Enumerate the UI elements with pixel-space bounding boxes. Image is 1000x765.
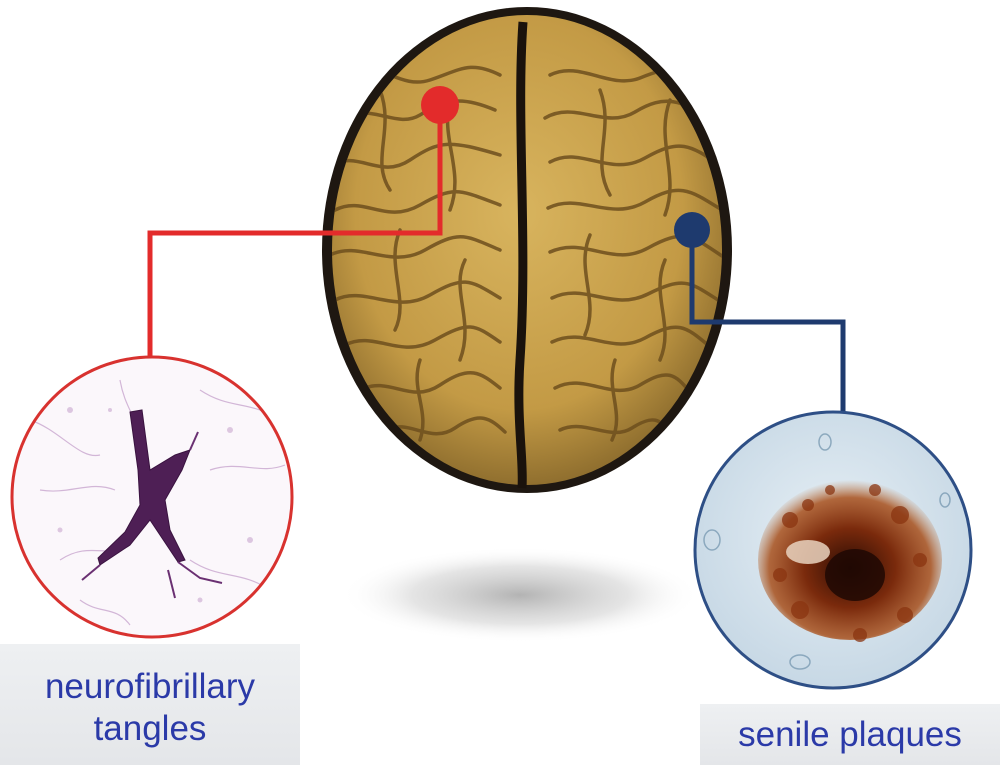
tangles-marker-dot — [421, 86, 459, 124]
plaques-marker-dot — [674, 212, 710, 248]
label-senile-plaques: senile plaques — [700, 704, 1000, 765]
tangles-micrograph — [10, 355, 294, 639]
label-neurofibrillary-tangles: neurofibrillary tangles — [0, 644, 300, 765]
brain-shadow — [340, 547, 700, 643]
callout-tangles-connector — [147, 86, 459, 357]
label-line-1: senile plaques — [738, 715, 962, 754]
callout-plaques-connector — [674, 212, 846, 412]
label-line-2: tangles — [93, 709, 207, 748]
label-line-1: neurofibrillary — [44, 667, 256, 706]
plaques-micrograph — [693, 410, 973, 690]
brain-image — [322, 7, 732, 493]
